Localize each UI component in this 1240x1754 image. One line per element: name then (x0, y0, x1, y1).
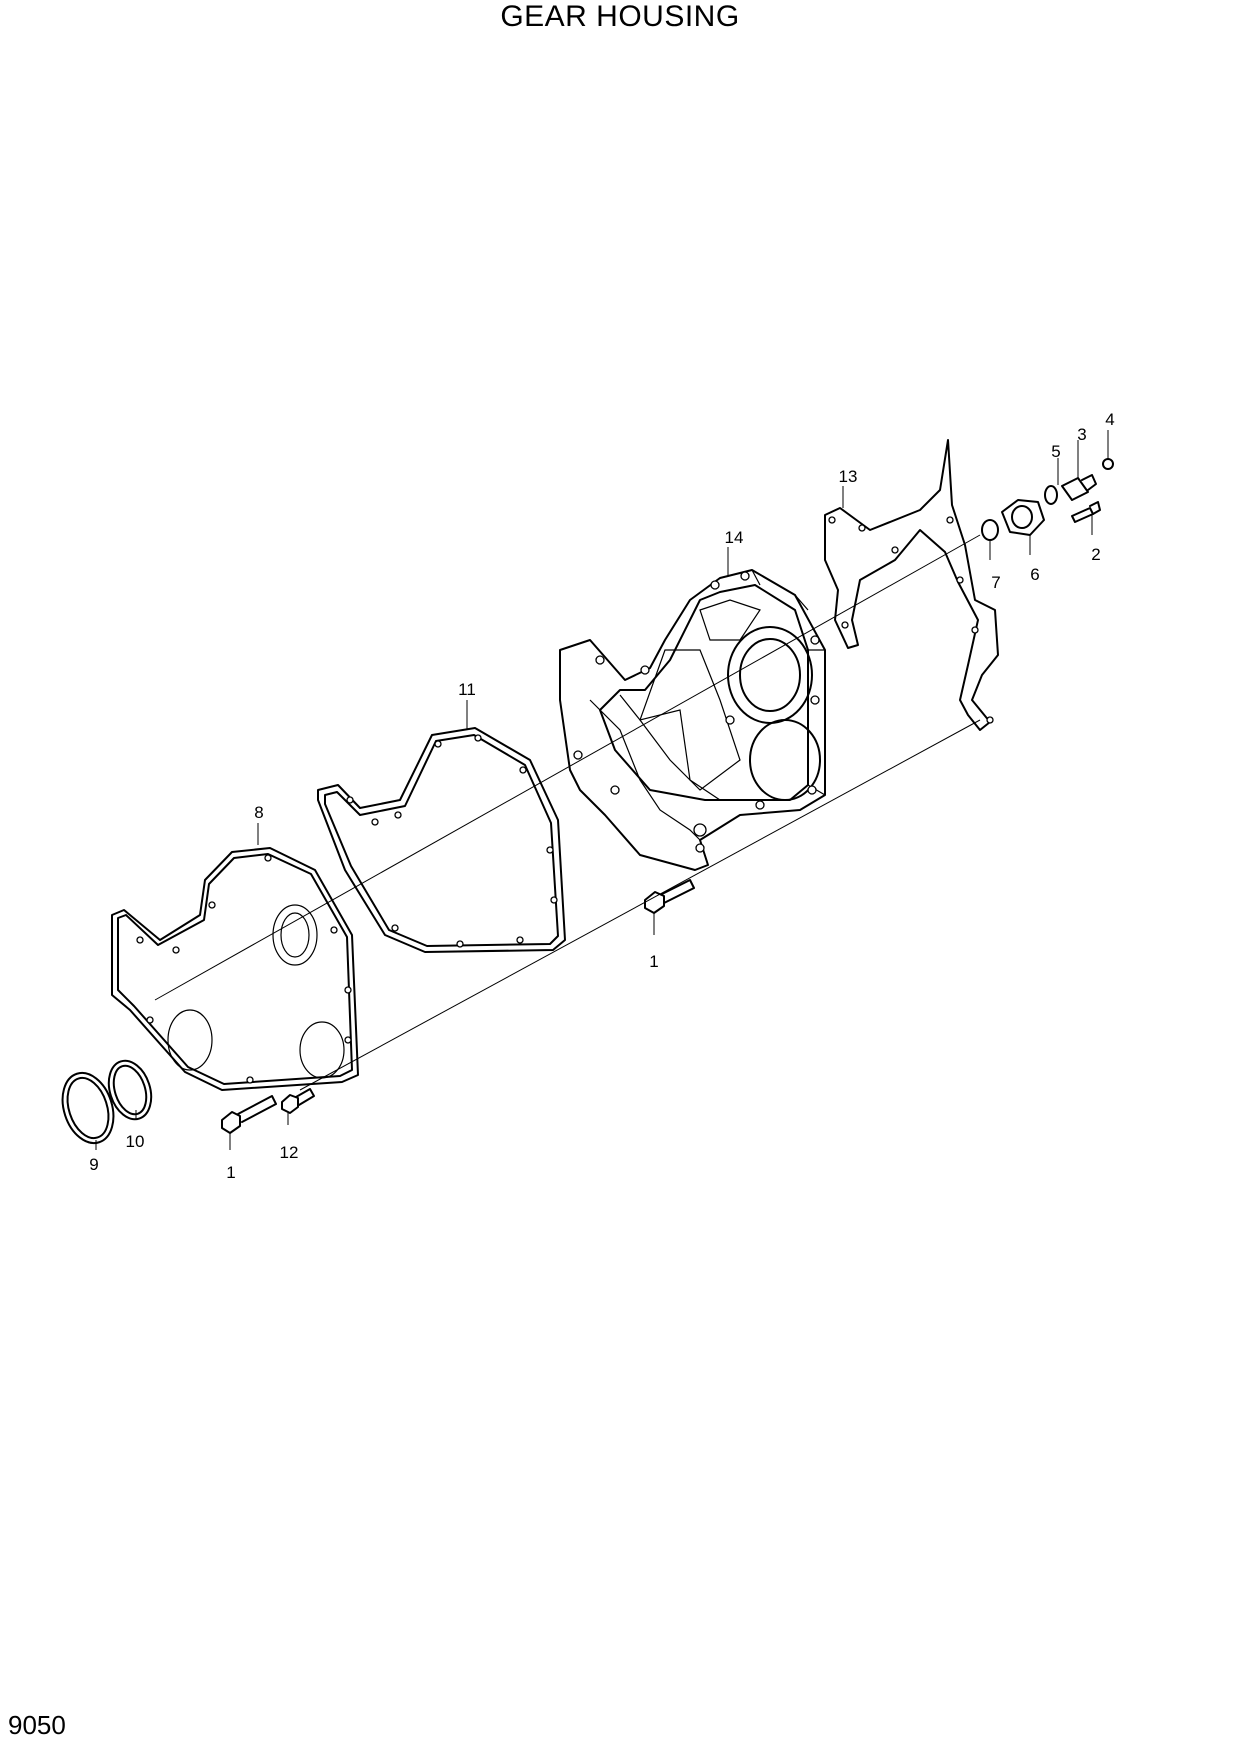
callout-14: 14 (725, 528, 744, 547)
callout-1-lower: 1 (226, 1163, 235, 1182)
part-3-sensor (1061, 474, 1097, 501)
callout-12: 12 (280, 1143, 299, 1162)
diagram-title: GEAR HOUSING (500, 0, 740, 33)
callout-8: 8 (254, 803, 263, 822)
part-12-bolt (281, 1088, 315, 1114)
part-1-bolt-upper (644, 879, 695, 914)
callout-6: 6 (1030, 565, 1039, 584)
part-7-o-ring (981, 519, 999, 541)
callout-5: 5 (1051, 442, 1060, 461)
assembly-axis-line (154, 534, 981, 1001)
callout-7: 7 (991, 573, 1000, 592)
part-5-o-ring (1044, 485, 1058, 505)
part-6-flange-housing (1001, 499, 1045, 536)
part-9-seal (61, 1071, 115, 1145)
callout-leaders (95, 430, 1109, 1150)
callout-3: 3 (1077, 425, 1086, 444)
part-11-gasket (317, 727, 566, 953)
callout-2: 2 (1091, 545, 1100, 564)
assembly-axis-line-lower (299, 719, 981, 1091)
part-1-bolt-lower (221, 1095, 277, 1134)
part-2-screw (1071, 501, 1101, 523)
page-number: 9050 (8, 1710, 66, 1740)
callout-13: 13 (839, 467, 858, 486)
part-10-seal-ring (107, 1059, 153, 1121)
part-13-gasket (824, 439, 999, 731)
part-4-washer (1102, 458, 1114, 470)
callout-9: 9 (89, 1155, 98, 1174)
part-8-front-cover-gasket (111, 847, 359, 1091)
callout-1-upper: 1 (649, 952, 658, 971)
callout-11: 11 (458, 680, 476, 699)
callout-10: 10 (126, 1132, 145, 1151)
part-14-gear-housing (559, 569, 826, 871)
callout-4: 4 (1105, 410, 1114, 429)
